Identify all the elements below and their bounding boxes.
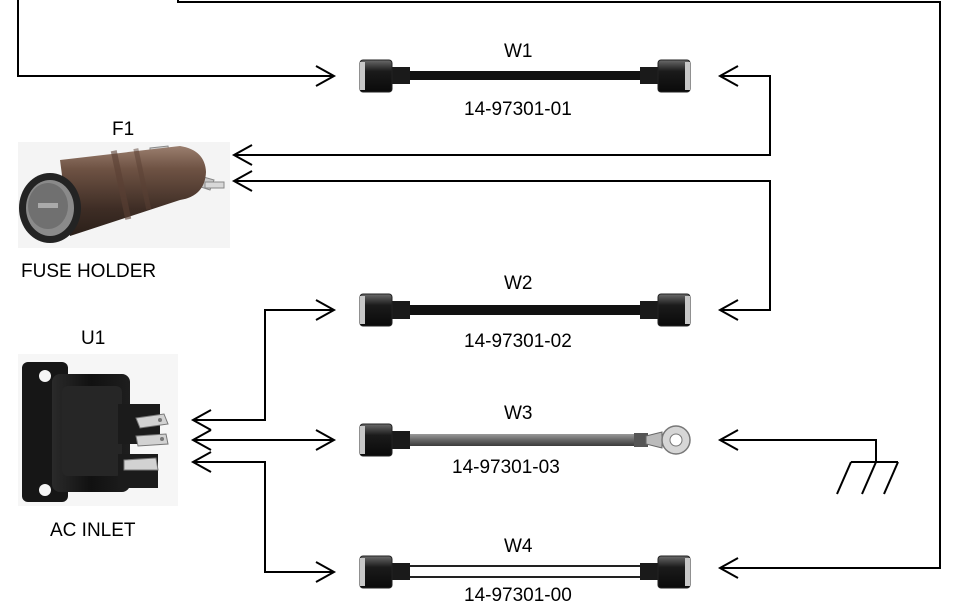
fuse-holder-ref: F1 — [112, 119, 135, 140]
arrow-right-w2 — [315, 299, 337, 321]
cable-w1-ref: W1 — [504, 41, 533, 62]
arrow-left-fuse-2 — [231, 170, 253, 192]
cable-w3-ref: W3 — [504, 403, 533, 424]
ac-inlet-icon — [18, 354, 178, 506]
arrow-right-w1 — [315, 65, 337, 87]
wire-w1-to-fuse — [236, 75, 771, 156]
wire-inlet-to-w4 — [195, 461, 332, 573]
arrow-right-w4 — [315, 561, 337, 583]
arrowheads — [190, 65, 739, 583]
wire-ground-to-w3 — [722, 439, 877, 462]
arrow-left-fuse-1 — [231, 144, 253, 166]
ac-inlet-label: AC INLET — [50, 520, 136, 541]
cable-w4-ref: W4 — [504, 536, 533, 557]
cable-w1-part-number: 14-97301-01 — [464, 99, 572, 120]
wire-top-loop — [177, 0, 941, 569]
cable-w2 — [359, 293, 691, 327]
wire-lines — [17, 0, 941, 573]
arrow-left-inlet-3 — [190, 451, 212, 473]
cable-w4-part-number: 14-97301-00 — [464, 585, 572, 606]
arrow-right-w3 — [315, 429, 337, 451]
arrow-left-inlet-1 — [190, 409, 212, 431]
wire-left-to-w1 — [17, 0, 332, 77]
ac-inlet-ref: U1 — [81, 328, 106, 349]
ground-symbol-icon — [836, 461, 899, 495]
arrow-left-w1 — [717, 65, 739, 87]
wire-inlet-to-w2 — [195, 309, 332, 421]
fuse-holder-icon — [18, 142, 230, 248]
cable-w2-part-number: 14-97301-02 — [464, 331, 572, 352]
arrow-left-inlet-2 — [190, 429, 212, 451]
arrow-left-w3 — [717, 429, 739, 451]
cable-w1 — [359, 59, 691, 93]
fuse-holder-label: FUSE HOLDER — [21, 261, 157, 282]
cable-w3 — [359, 423, 691, 457]
cable-w2-ref: W2 — [504, 273, 533, 294]
cable-w4 — [359, 555, 691, 589]
wire-fuse-to-w2 — [236, 180, 771, 311]
arrow-left-w2 — [717, 299, 739, 321]
arrow-left-w4 — [717, 557, 739, 579]
cable-w3-part-number: 14-97301-03 — [452, 457, 560, 478]
